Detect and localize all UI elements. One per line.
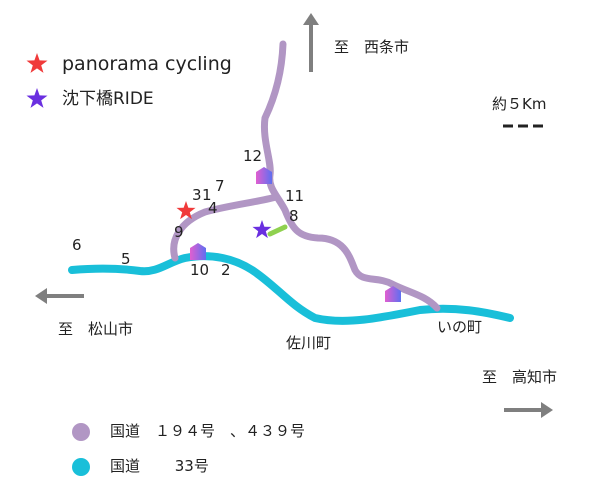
legend-panorama-label: panorama cycling	[62, 53, 232, 75]
point-9-label: 9	[174, 223, 184, 241]
point-12-label: 12	[243, 147, 263, 165]
place-sagawa-label: 佐川町	[286, 334, 332, 352]
legend-route-33-dot-icon	[72, 458, 90, 476]
direction-north-label: 至 西条市	[334, 38, 410, 56]
route-194-439-branch	[170, 193, 280, 262]
point-1-label: 1	[202, 186, 212, 204]
point-3-label: 3	[192, 186, 202, 204]
point-2-label: 2	[221, 261, 231, 279]
legend-route-194-dot-icon	[72, 423, 90, 441]
panorama-star-icon	[176, 201, 196, 220]
point-6-label: 6	[72, 236, 82, 254]
chinkabashi-star-icon	[252, 220, 272, 239]
station-12-icon	[256, 167, 272, 184]
station-ino-icon	[385, 286, 401, 302]
point-5-label: 5	[121, 250, 131, 268]
point-10-label: 10	[190, 261, 210, 279]
station-10-icon	[190, 243, 206, 260]
arrow-north-icon	[303, 13, 319, 72]
point-7-label: 7	[215, 177, 225, 195]
arrow-east-icon	[504, 402, 553, 418]
route-194-439-main	[260, 40, 441, 312]
legend-chinkabashi-label: 沈下橋RIDE	[62, 89, 154, 109]
point-8-label: 8	[289, 207, 299, 225]
legend-chinkabashi-star-icon	[26, 88, 48, 108]
legend-route-194-label: 国道 １９４号 、４３９号	[110, 422, 306, 440]
arrow-west-icon	[35, 288, 84, 304]
route-33-line	[68, 252, 514, 325]
connector-line	[267, 224, 288, 237]
scale-label: 約５Km	[492, 95, 547, 113]
legend-route-33-label: 国道 33号	[110, 457, 209, 475]
direction-east-label: 至 高知市	[482, 368, 558, 386]
point-4-label: 4	[208, 199, 218, 217]
point-11-label: 11	[285, 187, 305, 205]
direction-west-label: 至 松山市	[58, 320, 134, 338]
legend-panorama-star-icon	[26, 53, 48, 73]
place-ino-label: いの町	[437, 318, 483, 336]
